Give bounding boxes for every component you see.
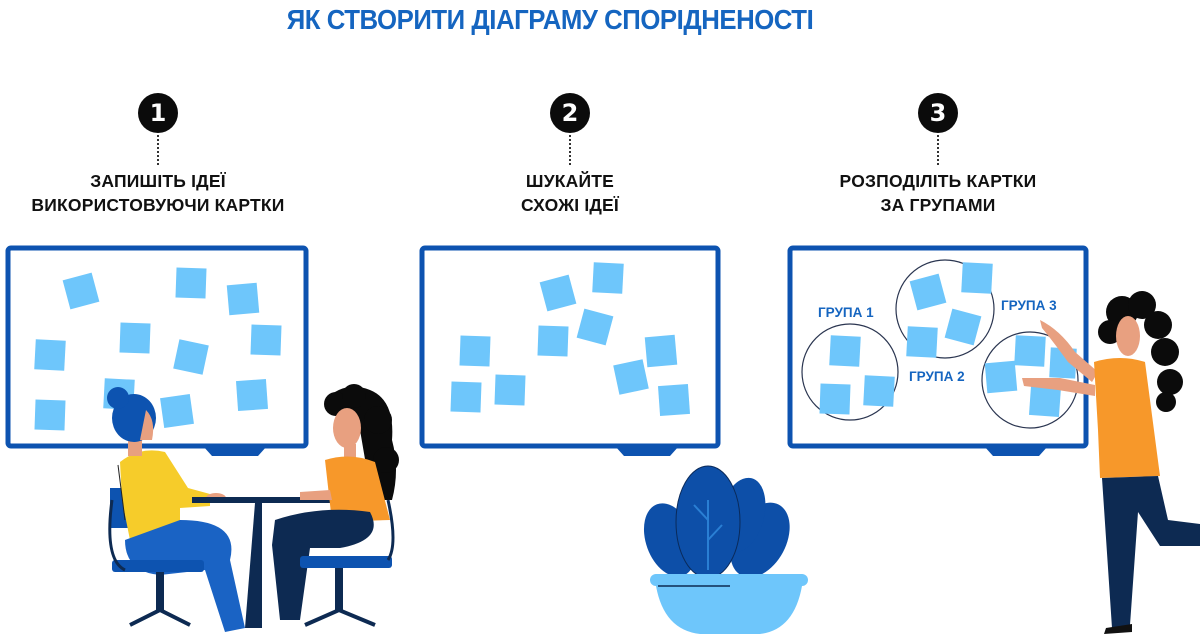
person-seated-left xyxy=(107,387,245,632)
dotted-connector xyxy=(157,135,159,165)
group-label-3: ГРУПА 3 xyxy=(1001,298,1057,313)
person-standing-right xyxy=(1022,291,1200,634)
step-label-line1: РОЗПОДІЛІТЬ КАРТКИ xyxy=(839,171,1037,191)
group-circles xyxy=(801,259,1079,429)
potted-plant xyxy=(643,465,808,634)
page-title: ЯК СТВОРИТИ ДІАГРАМУ СПОРІДНЕНОСТІ xyxy=(286,4,814,35)
group-label-1: ГРУПА 1 xyxy=(818,305,874,320)
step-label-line2: ЗА ГРУПАМИ xyxy=(880,195,996,215)
step-2: 2 ШУКАЙТЕ СХОЖІ ІДЕЇ xyxy=(400,93,740,217)
whiteboard-3 xyxy=(787,245,1089,456)
whiteboard-2 xyxy=(419,245,721,456)
step-number-badge: 3 xyxy=(918,93,958,133)
step-label-line2: СХОЖІ ІДЕЇ xyxy=(521,195,619,215)
group-label-2: ГРУПА 2 xyxy=(909,369,965,384)
step-3: 3 РОЗПОДІЛІТЬ КАРТКИ ЗА ГРУПАМИ xyxy=(768,93,1108,217)
whiteboard-1 xyxy=(5,245,309,456)
dotted-connector xyxy=(569,135,571,165)
person-seated-right xyxy=(272,384,399,627)
step-label-line1: ШУКАЙТЕ xyxy=(525,171,615,191)
step-number-badge: 2 xyxy=(550,93,590,133)
step-number-badge: 1 xyxy=(138,93,178,133)
step-1: 1 ЗАПИШІТЬ ІДЕЇ ВИКОРИСТОВУЮЧИ КАРТКИ xyxy=(0,93,328,217)
sticky-notes xyxy=(819,262,1077,418)
step-label-line1: ЗАПИШІТЬ ІДЕЇ xyxy=(90,171,226,191)
dotted-connector xyxy=(937,135,939,165)
sticky-notes xyxy=(450,262,691,417)
step-label-line2: ВИКОРИСТОВУЮЧИ КАРТКИ xyxy=(31,195,285,215)
table xyxy=(192,497,342,628)
